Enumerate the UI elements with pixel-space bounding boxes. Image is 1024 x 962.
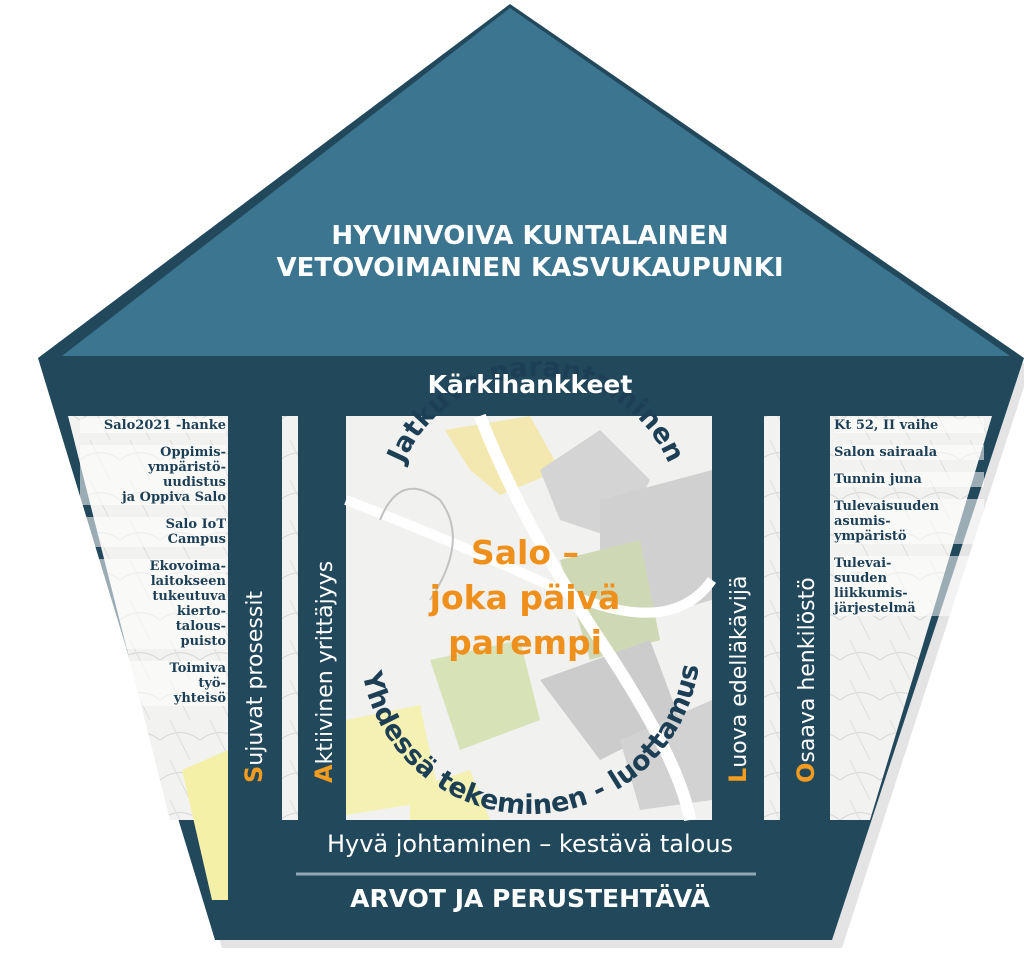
motto-line-2: joka päivä [429, 578, 621, 617]
pillar-initial: L [724, 767, 752, 783]
right-project-item: Tunnin juna [834, 472, 984, 487]
right-project-item: Tulevaisuuden asumis- ympäristö [834, 499, 984, 544]
roof-line-2: VETOVOIMAINEN KASVUKAUPUNKI [276, 253, 784, 283]
roof-title: HYVINVOIVA KUNTALAINEN VETOVOIMAINEN KAS… [200, 220, 860, 284]
foundation-line-1: Hyvä johtaminen – kestävä talous [326, 830, 734, 858]
roof-line-1: HYVINVOIVA KUNTALAINEN [331, 221, 729, 251]
foundation-line-2: ARVOT JA PERUSTEHTÄVÄ [350, 884, 710, 913]
left-project-item: Oppimis- ympäristö- uudistus ja Oppiva S… [80, 445, 226, 505]
right-project-item: Kt 52, II vaihe [834, 418, 984, 433]
motto-line-3: parempi [448, 623, 602, 662]
pillar-text: ktiivinen yrittäjyys [313, 560, 338, 765]
pillar-osaava-henkilosto: Osaava henkilöstö [792, 577, 820, 783]
pillar-initial: A [310, 764, 338, 783]
left-project-item: Ekovoima- laitokseen tukeutuva kierto- t… [80, 559, 226, 649]
motto-line-1: Salo – [470, 533, 579, 572]
gap-left [282, 416, 298, 820]
pillar-aktiivinen-yrittajyys: Aktiivinen yrittäjyys [310, 561, 338, 783]
pillar-text: uova edelläkävijä [727, 575, 752, 768]
pillar-sujuvat-prosessit: Sujuvat prosessit [240, 591, 268, 783]
pillar-initial: S [240, 765, 268, 783]
pillar-text: saava henkilöstö [795, 577, 820, 763]
roof [62, 8, 1010, 356]
right-project-item: Tulevai- suuden liikkumis- järjestelmä [834, 556, 984, 616]
center-map [344, 413, 717, 822]
left-map-field [182, 750, 228, 900]
beam-title: Kärkihankkeet [427, 370, 633, 399]
left-project-item: Toimiva työ- yhteisö [80, 661, 226, 706]
pillar-initial: O [792, 762, 820, 783]
gap-right [764, 416, 780, 820]
right-project-item: Salon sairaala [834, 445, 984, 460]
left-project-item: Salo2021 -hanke [80, 418, 226, 433]
center-motto: Salo – joka päivä parempi [420, 530, 630, 665]
left-project-item: Salo IoT Campus [80, 517, 226, 547]
pillar-luova-edellakavija: Luova edelläkävijä [724, 576, 752, 784]
pillar-text: ujuvat prosessit [243, 590, 268, 766]
left-project-list: Salo2021 -hanke Oppimis- ympäristö- uudi… [80, 418, 226, 718]
right-project-list: Kt 52, II vaihe Salon sairaala Tunnin ju… [834, 418, 984, 628]
